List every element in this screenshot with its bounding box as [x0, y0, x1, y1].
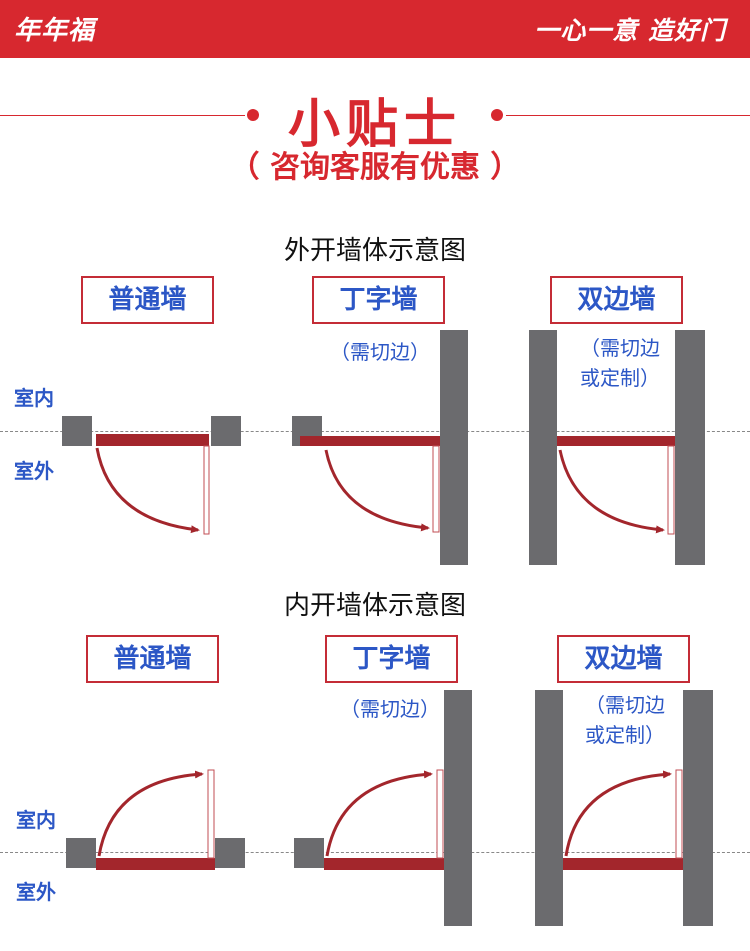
inward-double-wall-left	[535, 690, 563, 926]
tips-divider-left	[0, 115, 245, 116]
outward-label-t-wall: 丁字墙	[312, 276, 445, 324]
outward-normal-door	[95, 434, 210, 535]
inward-double-door	[563, 769, 683, 870]
inward-wall-line	[0, 852, 750, 853]
outward-note-double-wall-1: （需切边	[580, 336, 660, 360]
inward-section-title: 内开墙体示意图	[283, 591, 466, 621]
outward-indoor-label: 室内	[14, 386, 54, 410]
inward-label-normal-wall: 普通墙	[86, 635, 219, 683]
header-bar: 年年福 一心一意 造好门	[0, 0, 750, 58]
inward-note-double-wall-2: 或定制）	[585, 723, 665, 747]
outward-t-wall-right	[440, 330, 468, 565]
inward-outdoor-label: 室外	[16, 880, 56, 904]
inward-normal-wall-left	[66, 838, 96, 868]
outward-label-normal-wall: 普通墙	[81, 276, 214, 324]
inward-t-door	[324, 769, 444, 870]
brand-slogan: 一心一意 造好门	[534, 16, 726, 45]
outward-section-title: 外开墙体示意图	[283, 236, 466, 266]
outward-outdoor-label: 室外	[14, 459, 54, 483]
brand-logo-text: 年年福	[14, 16, 96, 46]
outward-note-t-wall: （需切边）	[330, 340, 430, 364]
inward-double-wall-right	[683, 690, 713, 926]
tips-divider-right	[506, 115, 750, 116]
tips-dot-left	[247, 109, 259, 121]
tips-title: 小贴士	[287, 95, 462, 155]
inward-label-t-wall: 丁字墙	[325, 635, 458, 683]
outward-label-double-wall: 双边墙	[550, 276, 683, 324]
inward-label-double-wall: 双边墙	[557, 635, 690, 683]
tips-subtitle: （ 咨询客服有优惠 ）	[229, 150, 521, 185]
outward-t-door	[300, 436, 440, 533]
outward-note-double-wall-2: 或定制）	[580, 366, 660, 390]
outward-wall-line	[0, 431, 750, 432]
inward-indoor-label: 室内	[16, 808, 56, 832]
inward-t-wall-right	[444, 690, 472, 926]
inward-normal-wall-right	[215, 838, 245, 868]
inward-note-double-wall-1: （需切边	[585, 693, 665, 717]
outward-double-wall-right	[675, 330, 705, 565]
inward-normal-door	[96, 769, 215, 870]
tips-dot-right	[491, 109, 503, 121]
inward-t-wall-left	[294, 838, 324, 868]
inward-note-t-wall: （需切边）	[340, 697, 440, 721]
outward-double-wall-left	[529, 330, 557, 565]
outward-normal-wall-right	[211, 416, 241, 446]
outward-normal-wall-left	[62, 416, 92, 446]
outward-double-door	[557, 436, 675, 535]
